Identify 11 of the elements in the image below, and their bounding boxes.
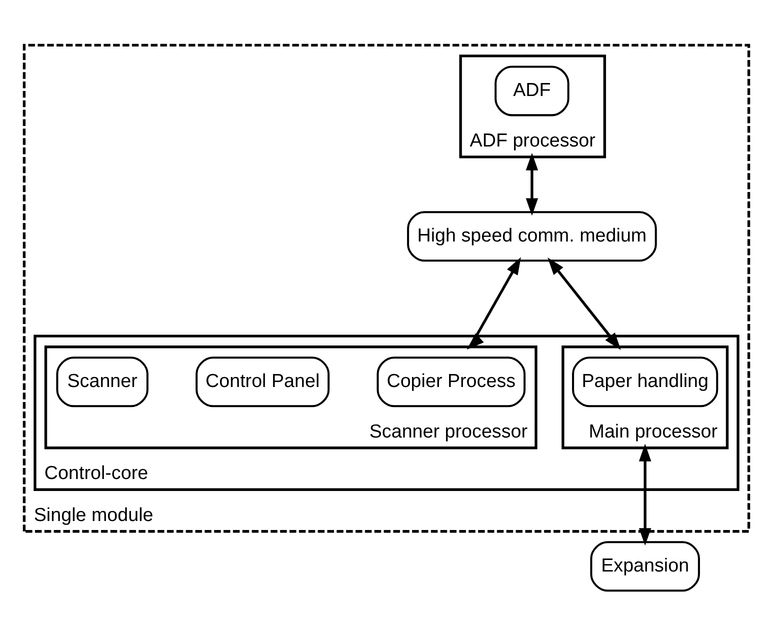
node-box: Scanner [56, 356, 148, 407]
node-box: Expansion [590, 540, 700, 592]
node-box: Copier Process [376, 356, 526, 407]
node-box: High speed comm. medium [407, 210, 657, 262]
arrow [638, 443, 652, 546]
arrow [526, 152, 538, 216]
node-box: Control Panel [196, 356, 330, 407]
arrow [466, 256, 521, 350]
node-box: ADF [494, 65, 570, 116]
arrow [548, 256, 621, 350]
node-box: Paper handling [572, 356, 718, 407]
